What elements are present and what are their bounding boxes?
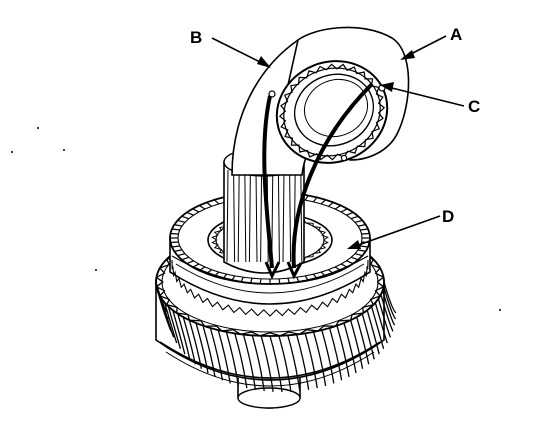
callout-a: A — [400, 25, 462, 60]
synchro-ring-assembly — [268, 26, 410, 164]
callout-d: D — [347, 207, 454, 249]
label-a: A — [450, 25, 462, 44]
callout-c: C — [380, 82, 480, 116]
label-b: B — [190, 28, 202, 47]
hub-stub — [237, 378, 301, 409]
label-d: D — [442, 207, 454, 226]
callout-b: B — [190, 28, 271, 68]
installation-arrows — [262, 82, 374, 280]
scan-specks — [11, 127, 501, 311]
label-c: C — [468, 97, 480, 116]
